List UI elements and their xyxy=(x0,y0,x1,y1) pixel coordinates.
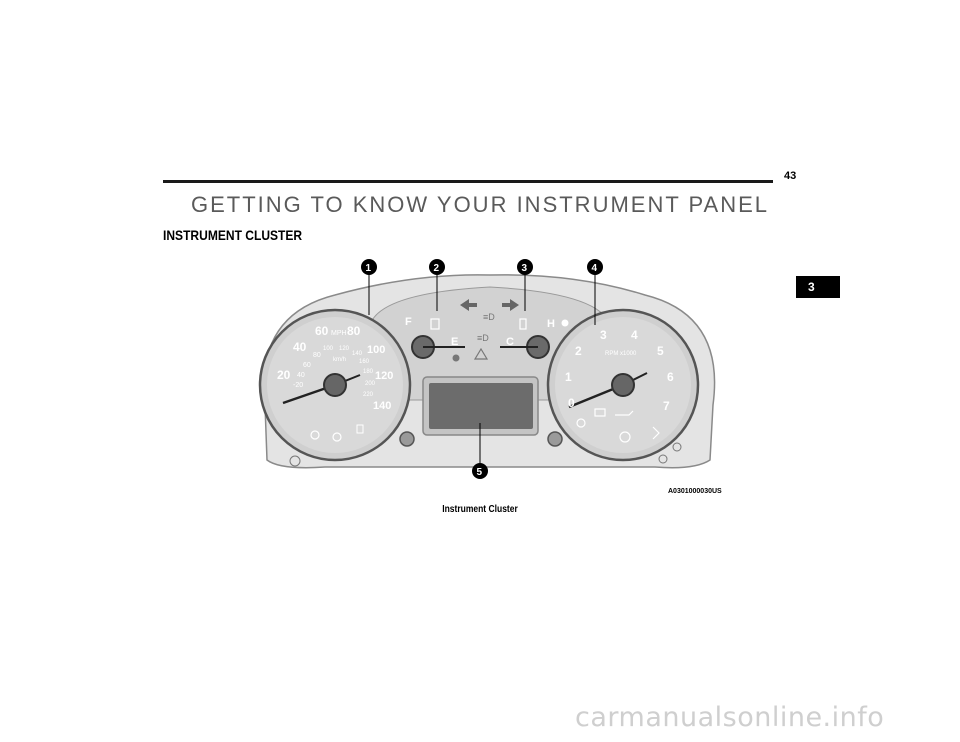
figure-code: A0301000030US xyxy=(668,488,722,495)
temp-cold-label: C xyxy=(506,336,514,348)
callout-marker xyxy=(472,463,488,479)
rpm-unit: RPM x1000 xyxy=(605,351,637,357)
tire-pressure-icon xyxy=(619,431,631,443)
kmh-label: 100 xyxy=(323,346,334,352)
display-screen xyxy=(429,383,533,429)
mph-label: 40 xyxy=(293,340,307,354)
mph-label: 20 xyxy=(277,368,291,382)
left-turn-signal-icon xyxy=(460,299,477,311)
rpm-label: 6 xyxy=(667,370,674,384)
right-turn-signal-icon xyxy=(502,299,519,311)
temp-hot-label: H xyxy=(547,318,555,330)
instrument-cluster-figure: 20 40 60 80 100 120 140 MPH km/h -20 40 … xyxy=(258,259,722,495)
kmh-unit: km/h xyxy=(333,357,346,363)
coolant-icon xyxy=(519,318,527,330)
fog-light-icon xyxy=(672,442,682,452)
rpm-label: 1 xyxy=(565,370,572,384)
callout-number: 4 xyxy=(592,263,598,274)
fuel-full-label: F xyxy=(405,316,412,328)
battery-icon xyxy=(594,408,606,417)
kmh-label: 80 xyxy=(313,352,321,359)
cruise-icon xyxy=(289,455,301,467)
callout-marker xyxy=(517,259,533,275)
kmh-label: 220 xyxy=(363,392,374,398)
brake-light-icon xyxy=(332,432,342,442)
kmh-label: 60 xyxy=(303,362,311,369)
chapter-tab: 3 xyxy=(796,276,840,298)
mph-label: 120 xyxy=(375,370,393,382)
seatbelt-rear-icon xyxy=(658,454,668,464)
mph-label: 140 xyxy=(373,400,391,412)
kmh-label: 200 xyxy=(365,381,376,387)
speedometer-hub xyxy=(323,373,347,397)
kmh-label: 40 xyxy=(297,372,305,379)
headlight-icon: ≡D xyxy=(483,312,495,322)
display-control-button[interactable] xyxy=(547,431,563,447)
trip-reset-button[interactable] xyxy=(399,431,415,447)
kmh-label: 160 xyxy=(359,359,370,365)
callout-marker xyxy=(587,259,603,275)
callout-marker xyxy=(429,259,445,275)
warning-light-icon xyxy=(310,430,320,440)
temp-hot-dot-icon xyxy=(561,319,569,327)
rpm-label: 3 xyxy=(600,328,607,342)
mph-label: 100 xyxy=(367,344,385,356)
mph-unit: MPH xyxy=(331,330,347,337)
rpm-label: 5 xyxy=(657,344,664,358)
rpm-label: 7 xyxy=(663,399,670,413)
header-rule xyxy=(163,180,773,183)
rpm-label: 0 xyxy=(568,396,575,410)
figure-caption: Instrument Cluster xyxy=(442,504,518,515)
callout-number: 3 xyxy=(522,263,528,274)
kmh-label: -20 xyxy=(293,382,303,389)
hazard-warning-icon xyxy=(473,347,489,360)
kmh-label: 120 xyxy=(339,346,350,352)
page-number: 43 xyxy=(784,170,797,182)
indicator-dot-icon xyxy=(452,354,460,362)
kmh-label: 180 xyxy=(363,369,374,375)
chapter-title: GETTING TO KNOW YOUR INSTRUMENT PANEL xyxy=(190,192,770,217)
mph-label: 60 xyxy=(315,324,329,338)
low-beam-icon: ≡D xyxy=(477,333,489,343)
fuel-pump-icon xyxy=(430,318,440,330)
section-heading: INSTRUMENT CLUSTER xyxy=(163,227,303,243)
seatbelt-icon xyxy=(356,424,364,434)
callout-number: 2 xyxy=(434,263,440,274)
airbag-icon xyxy=(652,426,660,440)
callout-number: 5 xyxy=(477,467,483,478)
rpm-label: 4 xyxy=(631,328,638,342)
rpm-label: 2 xyxy=(575,344,582,358)
oil-pressure-icon xyxy=(615,410,634,416)
callout-marker xyxy=(361,259,377,275)
tachometer-hub xyxy=(611,373,635,397)
engine-check-icon xyxy=(576,418,586,428)
callout-number: 1 xyxy=(366,263,372,274)
watermark: carmanualsonline.info xyxy=(575,702,885,733)
kmh-label: 140 xyxy=(352,351,363,357)
mph-label: 80 xyxy=(347,324,361,338)
fuel-empty-label: E xyxy=(451,336,458,348)
